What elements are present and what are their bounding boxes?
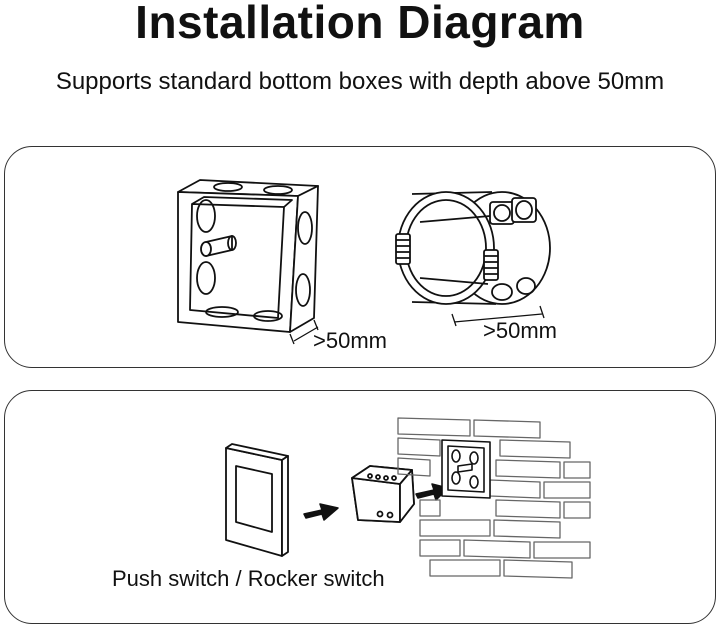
round-box-depth-label: >50mm bbox=[483, 318, 557, 343]
switch-type-caption: Push switch / Rocker switch bbox=[112, 566, 385, 591]
page-subtitle: Supports standard bottom boxes with dept… bbox=[55, 68, 665, 95]
square-box-depth-label: >50mm bbox=[313, 328, 387, 353]
bottom-boxes-panel bbox=[4, 146, 716, 368]
page-title: Installation Diagram bbox=[135, 0, 585, 48]
